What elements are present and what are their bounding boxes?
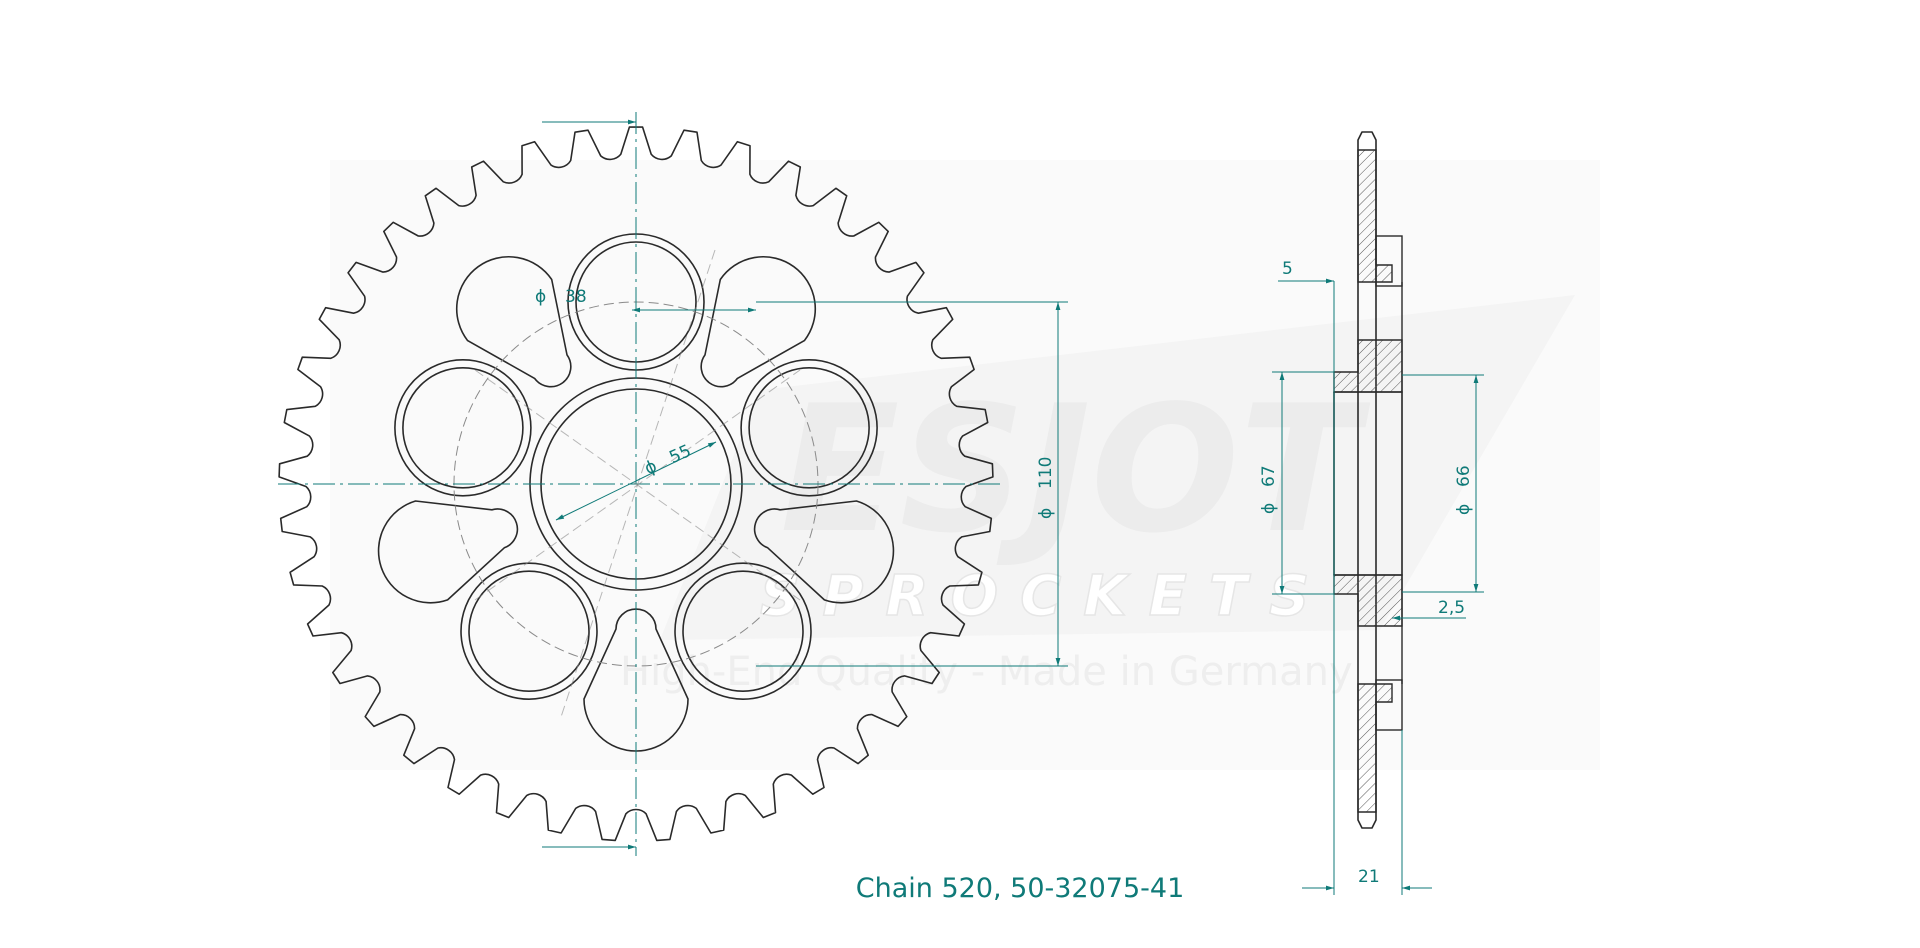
dim-thickness-small: 5 (1282, 259, 1293, 279)
sprocket-tooth-profile (278, 126, 994, 842)
bolt-hole-inner (748, 366, 870, 489)
lightening-hole (753, 500, 895, 604)
dim-side-inner-symbol: ϕ (1259, 503, 1279, 514)
dim-bolt-circle-diameter: 110 (1036, 457, 1056, 489)
watermark-subline: SPROCKETS (760, 564, 1331, 629)
dim-total-width: 21 (1358, 867, 1380, 887)
watermark-tagline: High-End Quality - Made in Germany (620, 649, 1353, 695)
lightening-hole (583, 608, 689, 752)
dim-bolt-circle-symbol: ϕ (1036, 508, 1056, 519)
lightening-hole (377, 500, 519, 604)
bolt-hole-inner (682, 570, 804, 693)
watermark-brand: ESJOT (780, 369, 1370, 572)
bolt-hole-outer (394, 358, 532, 497)
bolt-hole-outer (674, 562, 812, 701)
dim-offset: 2,5 (1438, 598, 1465, 618)
sprocket-front-view (278, 112, 1000, 856)
dim-side-inner-diameter: 67 (1259, 465, 1279, 487)
dim-side-outer-symbol: ϕ (1454, 504, 1474, 515)
lightening-hole (700, 256, 817, 388)
bolt-hole-inner (468, 570, 590, 693)
esjot-watermark: ESJOT SPROCKETS High-End Quality - Made … (330, 160, 1600, 770)
bolt-hole-outer (740, 358, 878, 497)
bolt-hole-outer (460, 562, 598, 701)
dim-bolt-hole-symbol: ϕ (535, 287, 546, 307)
lightening-holes (377, 256, 895, 752)
lightening-hole (455, 256, 572, 388)
bolt-hole-inner (402, 366, 524, 489)
dim-side-outer-diameter: 66 (1454, 465, 1474, 487)
dim-bolt-hole-diameter: 38 (565, 287, 587, 307)
part-caption: Chain 520, 50-32075-41 (855, 873, 1185, 904)
front-view-dimensions: ϕ 38 ϕ 55 ϕ 110 (535, 119, 1068, 850)
bolt-holes (394, 233, 878, 701)
side-view-dimensions: 5 ϕ 67 ϕ 66 2,5 21 (1259, 259, 1484, 895)
